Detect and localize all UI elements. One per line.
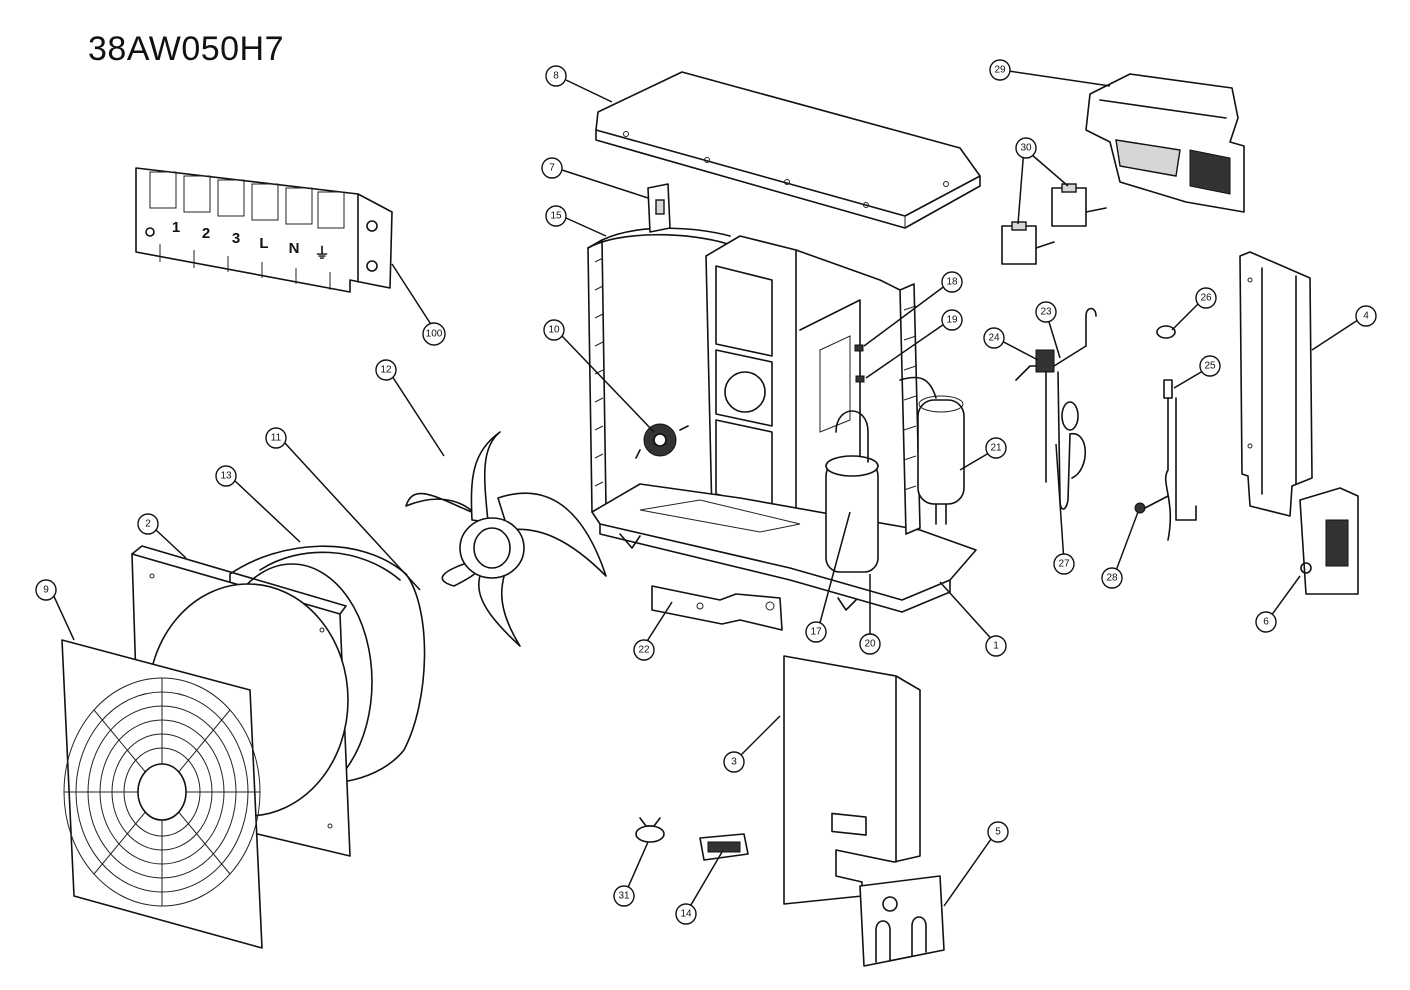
svg-text:26: 26 — [1200, 293, 1212, 304]
callout-21: 21 — [985, 437, 1007, 459]
rear-grille — [1299, 487, 1359, 595]
svg-text:3: 3 — [731, 757, 737, 768]
callout-14: 14 — [675, 903, 697, 925]
svg-text:7: 7 — [549, 163, 555, 174]
discharge-grille — [61, 639, 263, 949]
main-control-board — [1085, 73, 1245, 213]
callout-4: 4 — [1355, 305, 1377, 327]
callout-17: 17 — [805, 621, 827, 643]
svg-text:1: 1 — [993, 641, 999, 652]
callout-11: 11 — [265, 427, 287, 449]
callout-22: 22 — [633, 639, 655, 661]
terminal-label: 1 — [172, 219, 180, 236]
svg-text:2: 2 — [145, 519, 151, 530]
chassis-frame — [587, 183, 977, 631]
callout-25: 25 — [1199, 355, 1221, 377]
terminal-label: 2 — [202, 225, 210, 242]
svg-text:23: 23 — [1040, 307, 1052, 318]
callout-27: 27 — [1053, 553, 1075, 575]
handle — [699, 833, 749, 861]
terminal-label: N — [289, 240, 300, 257]
callout-9: 9 — [35, 579, 57, 601]
callout-7: 7 — [541, 157, 563, 179]
svg-text:24: 24 — [988, 333, 1000, 344]
callout-13: 13 — [215, 465, 237, 487]
svg-text:8: 8 — [553, 71, 559, 82]
callout-18: 18 — [941, 271, 963, 293]
callout-12: 12 — [375, 359, 397, 381]
svg-text:25: 25 — [1204, 361, 1216, 372]
svg-text:10: 10 — [548, 325, 560, 336]
valve-cover — [859, 875, 945, 967]
callout-100: 100 — [422, 322, 446, 346]
terminal-label: ⏚ — [314, 245, 329, 262]
svg-text:5: 5 — [995, 827, 1001, 838]
callout-19: 19 — [941, 309, 963, 331]
svg-text:19: 19 — [946, 315, 958, 326]
svg-text:21: 21 — [990, 443, 1002, 454]
valve-assembly — [1134, 325, 1197, 541]
callout-15: 15 — [545, 205, 567, 227]
callout-8: 8 — [545, 65, 567, 87]
svg-text:11: 11 — [271, 433, 282, 444]
callout-28: 28 — [1101, 567, 1123, 589]
callout-26: 26 — [1195, 287, 1217, 309]
svg-text:12: 12 — [380, 365, 392, 376]
reactor — [1001, 183, 1107, 265]
fan-blade — [405, 431, 607, 647]
svg-text:29: 29 — [994, 65, 1006, 76]
svg-text:30: 30 — [1020, 143, 1032, 154]
model-title: 38AW050H7 — [88, 30, 285, 68]
terminal-label: 3 — [232, 230, 240, 247]
svg-text:6: 6 — [1263, 617, 1269, 628]
svg-text:14: 14 — [680, 909, 692, 920]
callouts: 8 7 15 10 12 11 13 2 9 100 22 17 1 20 21… — [35, 59, 1377, 925]
four-way-valve — [1015, 307, 1097, 510]
callout-24: 24 — [983, 327, 1005, 349]
callout-30: 30 — [1015, 137, 1037, 159]
right-front-panel — [783, 655, 921, 905]
svg-text:22: 22 — [638, 645, 650, 656]
svg-text:18: 18 — [946, 277, 958, 288]
svg-text:100: 100 — [426, 329, 443, 340]
svg-text:15: 15 — [550, 211, 562, 222]
svg-text:13: 13 — [220, 471, 232, 482]
callout-20: 20 — [859, 633, 881, 655]
leader-lines — [51, 69, 1365, 911]
svg-text:4: 4 — [1363, 311, 1369, 322]
terminal-block: 1 2 3 L N ⏚ — [135, 167, 393, 293]
callout-31: 31 — [613, 885, 635, 907]
top-cover — [595, 71, 981, 229]
callout-3: 3 — [723, 751, 745, 773]
terminal-label: L — [259, 235, 268, 252]
svg-text:20: 20 — [864, 639, 876, 650]
callout-23: 23 — [1035, 301, 1057, 323]
svg-text:27: 27 — [1058, 559, 1070, 570]
svg-text:9: 9 — [43, 585, 49, 596]
callout-5: 5 — [987, 821, 1009, 843]
svg-text:17: 17 — [810, 627, 822, 638]
callout-2: 2 — [137, 513, 159, 535]
callout-1: 1 — [985, 635, 1007, 657]
svg-text:31: 31 — [618, 891, 630, 902]
svg-text:28: 28 — [1106, 573, 1118, 584]
callout-10: 10 — [543, 319, 565, 341]
callout-29: 29 — [989, 59, 1011, 81]
drain-joint — [635, 817, 665, 843]
right-side-panel — [1239, 251, 1313, 517]
callout-6: 6 — [1255, 611, 1277, 633]
